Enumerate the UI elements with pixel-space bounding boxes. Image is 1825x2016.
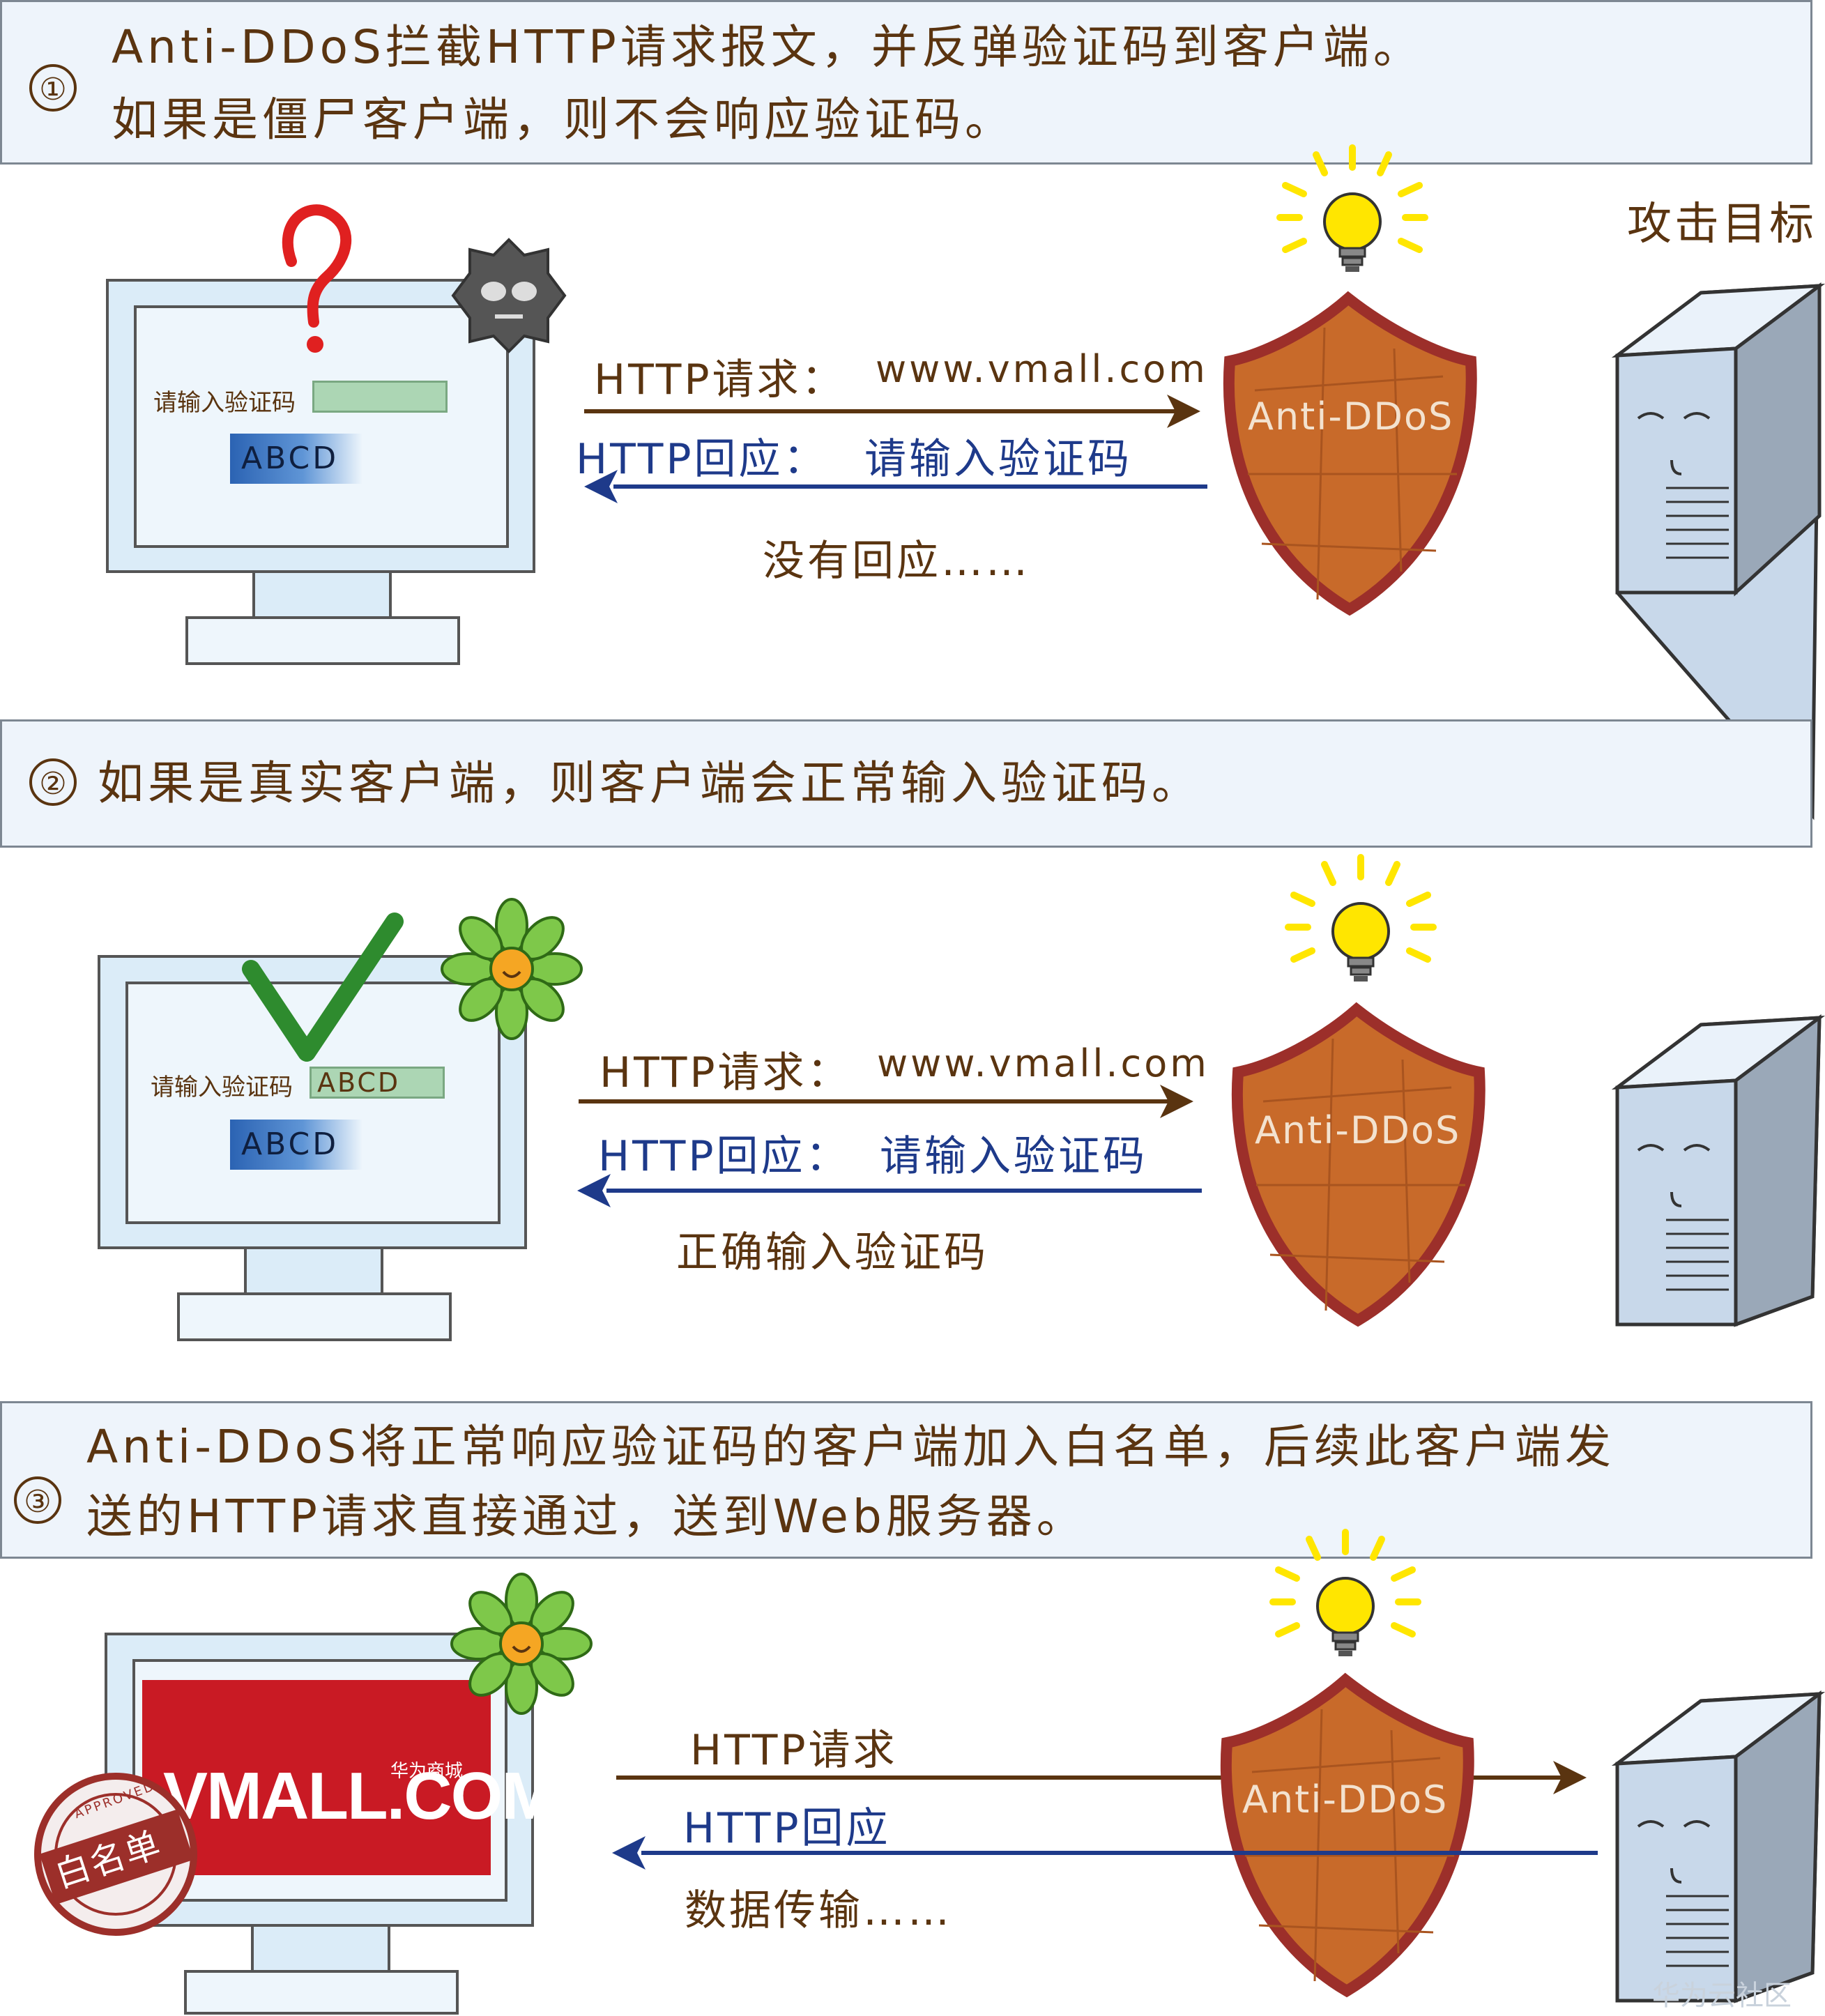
step1-request-url: www.vmall.com [876, 347, 1208, 391]
step2-request-label: HTTP请求： [600, 1048, 852, 1097]
step2-response-text: 请输入验证码 [880, 1132, 1147, 1181]
step1-response-text: 请输入验证码 [864, 435, 1132, 484]
step3-banner [0, 1401, 1812, 1559]
step3-line2: 送的HTTP请求直接通过，送到Web服务器。 [86, 1490, 1087, 1543]
step1-request-label: HTTP请求： [594, 356, 846, 404]
step1-number: ① [29, 64, 77, 112]
step2-status-text: 正确输入验证码 [676, 1228, 988, 1277]
step2-shield-label: Anti-DDoS [1255, 1108, 1461, 1152]
vmall-screen: VMALL.COM 华为商城 [142, 1680, 557, 1875]
step3-status-text: 数据传输…… [685, 1886, 952, 1935]
step1-captcha-image: ABCD [230, 434, 362, 484]
step2-banner [0, 719, 1812, 848]
watermark: 华为云社区 [1652, 1980, 1792, 2012]
step3-request-label: HTTP请求 [690, 1726, 898, 1775]
step1-shield-label: Anti-DDoS [1248, 395, 1454, 438]
vmall-logo-cn: 华为商城 [390, 1761, 464, 1782]
step1-captcha-input[interactable] [312, 381, 448, 413]
step1-response-label: HTTP回应： [576, 435, 828, 484]
vmall-logo: VMALL.COM [163, 1759, 557, 1833]
step1-banner [0, 0, 1812, 165]
step3-line1: Anti-DDoS将正常响应验证码的客户端加入白名单，后续此客户端发 [86, 1420, 1615, 1474]
step1-captcha-label: 请输入验证码 [153, 389, 296, 417]
step1-status-text: 没有回应…… [763, 537, 1030, 586]
step1-line2: 如果是僵尸客户端，则不会响应验证码。 [112, 93, 1015, 146]
step3-shield-label: Anti-DDoS [1242, 1778, 1449, 1822]
step2-captcha-input[interactable]: ABCD [310, 1067, 445, 1099]
step1-line1: Anti-DDoS拦截HTTP请求报文，并反弹验证码到客户端。 [112, 20, 1423, 74]
step3-number: ③ [14, 1476, 61, 1524]
step2-line1: 如果是真实客户端，则客户端会正常输入验证码。 [98, 756, 1202, 810]
step2-captcha-label: 请输入验证码 [151, 1074, 293, 1101]
step2-number: ② [29, 758, 77, 806]
step2-captcha-image: ABCD [230, 1120, 362, 1170]
step1-target-label: 攻击目标 [1627, 199, 1817, 250]
step2-response-label: HTTP回应： [598, 1132, 850, 1181]
step3-response-label: HTTP回应 [683, 1804, 891, 1853]
step2-request-url: www.vmall.com [877, 1041, 1209, 1085]
